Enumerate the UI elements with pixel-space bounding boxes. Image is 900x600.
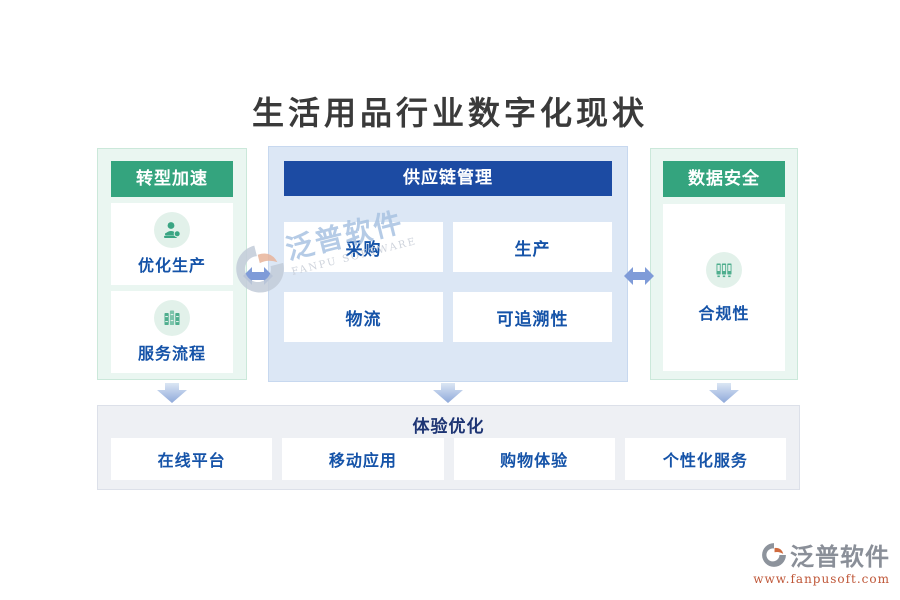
card-label: 优化生产 (137, 256, 206, 275)
panel-experience: 体验优化 在线平台 移动应用 购物体验 个性化服务 (97, 405, 800, 490)
panel-supply-chain-header: 供应链管理 (284, 161, 612, 196)
panel-data-security: 数据安全 合规性 (650, 148, 798, 380)
panel-transformation: 转型加速 优化生产 (97, 148, 247, 380)
footer-brand-name: 泛普软件 (790, 542, 890, 571)
card-traceability: 可追溯性 (453, 292, 612, 342)
card-label: 服务流程 (137, 344, 206, 363)
down-arrow-right-icon (709, 383, 739, 403)
panel-transformation-header: 转型加速 (111, 161, 233, 197)
footer-logo: 泛普软件 www.fanpusoft.com (753, 537, 890, 586)
binders-icon (706, 251, 742, 288)
down-arrow-left-icon (157, 383, 187, 403)
card-shopping-experience: 购物体验 (453, 438, 615, 480)
footer-logo-icon (762, 542, 786, 567)
card-service-process: 服务流程 (111, 291, 233, 373)
down-arrow-middle-icon (433, 383, 463, 403)
footer-brand-row: 泛普软件 (753, 537, 890, 572)
card-personalized-service: 个性化服务 (624, 438, 786, 480)
card-logistics: 物流 (284, 292, 443, 342)
card-online-platform: 在线平台 (111, 438, 273, 480)
panel-supply-chain: 供应链管理 采购 生产 物流 可追溯性 (268, 146, 628, 382)
double-arrow-right-icon (624, 267, 654, 285)
double-arrow-left-icon (243, 267, 273, 285)
panel-experience-header: 体验优化 (412, 417, 485, 437)
card-mobile-app: 移动应用 (282, 438, 444, 480)
footer-url: www.fanpusoft.com (753, 572, 890, 586)
panel-data-security-header: 数据安全 (663, 161, 785, 197)
person-stamp-icon (154, 212, 190, 248)
page-title: 生活用品行业数字化现状 (251, 94, 648, 132)
books-icon (154, 300, 190, 336)
card-optimize-production: 优化生产 (111, 203, 233, 285)
card-label: 合规性 (698, 303, 750, 323)
card-production: 生产 (453, 222, 612, 272)
card-procurement: 采购 (284, 222, 443, 272)
card-compliance: 合规性 (663, 204, 785, 371)
supply-chain-grid: 采购 生产 物流 可追溯性 (284, 222, 612, 342)
experience-row: 在线平台 移动应用 购物体验 个性化服务 (111, 438, 786, 480)
